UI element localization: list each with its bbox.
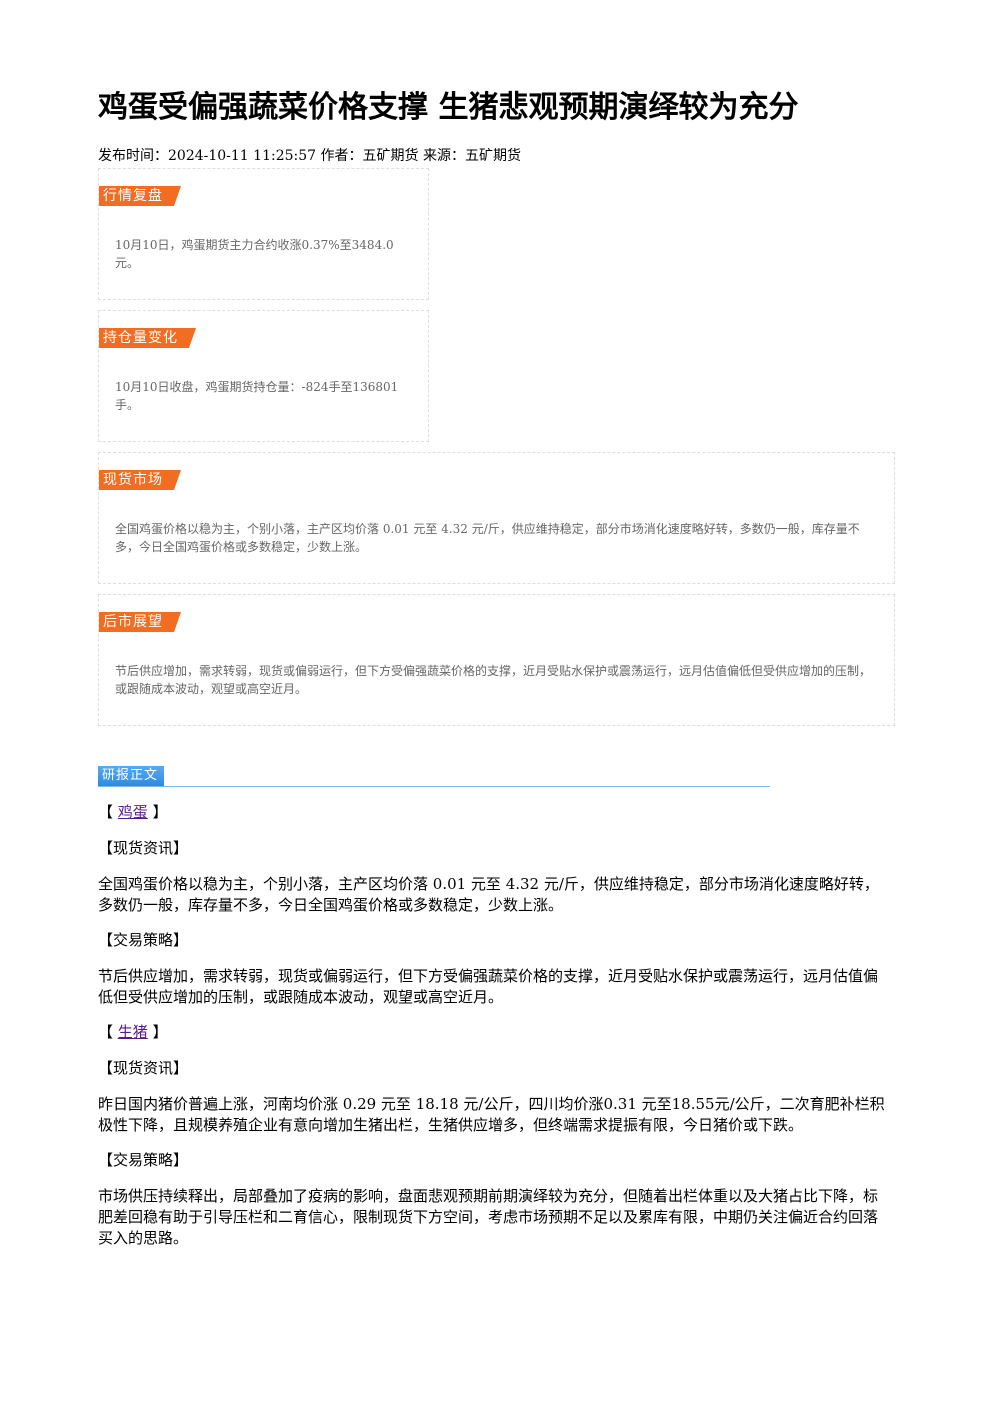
hog-spot-text: 昨日国内猪价普遍上涨，河南均价涨 0.29 元至 18.18 元/公斤，四川均价… [98, 1095, 885, 1134]
hog-spot-heading: 【现货资讯】 [98, 1059, 189, 1077]
hog-strategy-text: 市场供压持续释出，局部叠加了疫病的影响，盘面悲观预期前期演绎较为充分，但随着出栏… [98, 1187, 879, 1247]
hog-strategy-heading: 【交易策略】 [98, 1151, 189, 1169]
section-label: 研报正文 [98, 766, 165, 786]
summary-box-outlook: 后市展望 节后供应增加，需求转弱，现货或偏弱运行，但下方受偏强蔬菜价格的支撑，近… [98, 594, 895, 726]
bracket-open: 【 [98, 1023, 114, 1041]
tag-spot-market: 现货市场 [99, 470, 181, 490]
tag-outlook: 后市展望 [99, 612, 181, 632]
bracket-close: 】 [152, 803, 168, 821]
bracket-open: 【 [98, 803, 114, 821]
hog-heading: 【 生猪 】 [98, 1022, 888, 1043]
summary-text: 10月10日收盘，鸡蛋期货持仓量：-824手至136801手。 [115, 380, 399, 412]
tag-open-interest: 持仓量变化 [99, 328, 196, 348]
summary-text: 节后供应增加，需求转弱，现货或偏弱运行，但下方受偏强蔬菜价格的支撑，近月受贴水保… [115, 664, 872, 696]
summary-box-open-interest: 持仓量变化 10月10日收盘，鸡蛋期货持仓量：-824手至136801手。 [98, 310, 429, 442]
report-body-header: 研报正文 [98, 766, 770, 787]
egg-link[interactable]: 鸡蛋 [117, 803, 148, 821]
summary-text: 10月10日，鸡蛋期货主力合约收涨0.37%至3484.0元。 [115, 238, 394, 270]
summary-box-market-review: 行情复盘 10月10日，鸡蛋期货主力合约收涨0.37%至3484.0元。 [98, 168, 429, 300]
egg-spot-text: 全国鸡蛋价格以稳为主，个别小落，主产区均价落 0.01 元至 4.32 元/斤，… [98, 875, 879, 914]
egg-spot-heading: 【现货资讯】 [98, 839, 189, 857]
hog-link[interactable]: 生猪 [117, 1023, 148, 1041]
egg-strategy-heading: 【交易策略】 [98, 931, 189, 949]
egg-strategy-text: 节后供应增加，需求转弱，现货或偏弱运行，但下方受偏强蔬菜价格的支撑，近月受贴水保… [98, 967, 879, 1006]
summary-box-spot-market: 现货市场 全国鸡蛋价格以稳为主，个别小落，主产区均价落 0.01 元至 4.32… [98, 452, 895, 584]
page-title: 鸡蛋受偏强蔬菜价格支撑 生猪悲观预期演绎较为充分 [98, 90, 799, 125]
summary-text: 全国鸡蛋价格以稳为主，个别小落，主产区均价落 0.01 元至 4.32 元/斤，… [115, 522, 860, 554]
tag-market-review: 行情复盘 [99, 186, 181, 206]
publish-meta: 发布时间：2024-10-11 11:25:57 作者：五矿期货 来源：五矿期货 [98, 148, 521, 164]
bracket-close: 】 [152, 1023, 168, 1041]
egg-heading: 【 鸡蛋 】 [98, 802, 888, 823]
